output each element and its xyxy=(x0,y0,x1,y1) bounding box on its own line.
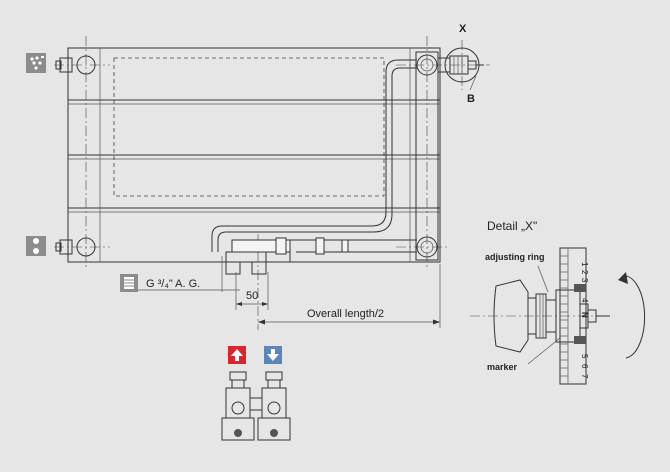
adjusting-scale: 1 2 3 4 N 5 6 7 xyxy=(559,247,589,385)
internal-pipe xyxy=(211,59,417,262)
scale-digit: N xyxy=(580,312,589,318)
overall-length-label: Overall length/2 xyxy=(307,308,384,320)
rotation-arrow-icon xyxy=(618,272,646,359)
scale-digit: 3 xyxy=(580,278,589,283)
scale-digit: 4 xyxy=(580,298,589,303)
scale-digit: 6 xyxy=(580,364,589,369)
arrow-down-icon xyxy=(264,346,282,364)
detail-title: Detail „X" xyxy=(487,219,537,233)
marker-label: marker xyxy=(487,362,518,372)
dimension-50-label: 50 xyxy=(246,290,258,302)
vent-plug xyxy=(55,55,96,75)
scale-digit: 5 xyxy=(580,354,589,359)
detail-x-label: X xyxy=(459,23,467,35)
adjusting-ring-label: adjusting ring xyxy=(485,252,545,262)
top-connection xyxy=(416,54,438,76)
thread-icon xyxy=(120,274,138,292)
vent-icon xyxy=(26,53,46,73)
connection-valve xyxy=(221,371,291,441)
thermostat-valve: X B xyxy=(437,23,484,105)
valve-connection xyxy=(221,251,267,292)
scale-digit: 2 xyxy=(580,270,589,275)
bottom-connection xyxy=(416,236,438,258)
thread-spec-label: G ³/₄" A. G. xyxy=(146,278,200,290)
dimension-50: 50 xyxy=(235,272,269,310)
arrow-up-icon xyxy=(228,346,246,364)
center-lines xyxy=(54,36,490,330)
scale-digit: 7 xyxy=(580,374,589,379)
drain-plug xyxy=(55,237,96,257)
drain-icon xyxy=(26,236,46,256)
detail-b-label: B xyxy=(467,93,475,105)
dimension-overall: Overall length/2 xyxy=(258,264,441,328)
scale-digit: 1 xyxy=(580,262,589,267)
